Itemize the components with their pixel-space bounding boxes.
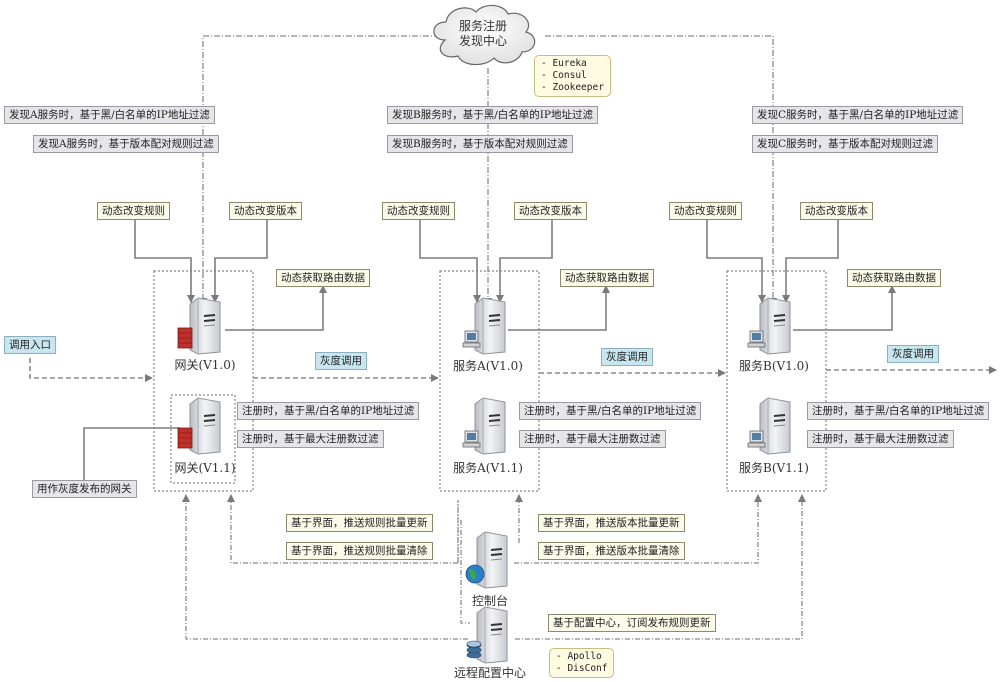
filter-b-version: 发现B服务时，基于版本配对规则过滤 [387, 135, 573, 153]
service-a-change-rule: 动态改变规则 [382, 202, 455, 220]
filter-c-version: 发现C服务时，基于版本配对规则过滤 [752, 135, 939, 153]
config-option: - DisConf [556, 663, 608, 674]
gateway-change-version: 动态改变版本 [229, 202, 302, 220]
service-b-register-max: 注册时，基于最大注册数过滤 [807, 430, 954, 448]
service-a-v11-server-icon [462, 397, 506, 455]
service-b-v11-name: 服务B(V1.1) [739, 461, 809, 475]
workstation-icon [462, 430, 481, 448]
gray-gateway-note: 用作灰度发布的网关 [32, 480, 137, 498]
filter-b-ip: 发现B服务时，基于黑/白名单的IP地址过滤 [387, 106, 598, 124]
config-subscribe: 基于配置中心，订阅发布规则更新 [548, 614, 716, 632]
cloud-icon [433, 4, 536, 66]
gray-call-label-1: 灰度调用 [315, 352, 367, 370]
service-a-change-version: 动态改变版本 [514, 202, 587, 220]
filter-a-version: 发现A服务时，基于版本配对规则过滤 [33, 135, 219, 153]
gray-call-links [29, 358, 997, 382]
service-b-group [726, 270, 827, 492]
control-links [182, 494, 806, 640]
service-b-fetch-route: 动态获取路由数据 [847, 269, 941, 287]
servers [177, 297, 791, 664]
push-rule-clear: 基于界面，推送规则批量清除 [286, 542, 433, 560]
registry-title-line1: 服务注册 [458, 19, 507, 33]
gateway-v10-server-icon [177, 297, 221, 355]
config-options: - Apollo - DisConf [549, 648, 615, 678]
registry-options: - Eureka - Consul - Zookeeper [534, 55, 611, 97]
workstation-icon [747, 430, 766, 448]
service-b-register-ip: 注册时，基于黑/白名单的IP地址过滤 [807, 402, 990, 420]
service-a-register-ip: 注册时，基于黑/白名单的IP地址过滤 [519, 402, 702, 420]
registry-title-line2: 发现中心 [458, 34, 507, 48]
workstation-icon [462, 330, 481, 348]
database-icon [466, 640, 482, 659]
firewall-icon [177, 327, 193, 349]
registry-option: - Zookeeper [541, 82, 604, 93]
config-center-server-icon [466, 606, 508, 664]
entry-label: 调用入口 [4, 336, 56, 354]
workstation-icon [747, 330, 766, 348]
gateway-register-ip: 注册时，基于黑/白名单的IP地址过滤 [237, 402, 420, 420]
service-b-v10-name: 服务B(V1.0) [739, 359, 809, 373]
service-a-v11-name: 服务A(V1.1) [453, 461, 523, 475]
firewall-icon [177, 427, 193, 449]
gateway-v10-name: 网关(V1.0) [174, 358, 236, 372]
node-groups [153, 270, 827, 492]
gray-call-label-2: 灰度调用 [601, 348, 653, 366]
push-version-clear: 基于界面，推送版本批量清除 [538, 542, 685, 560]
gateway-fetch-route: 动态获取路由数据 [276, 269, 370, 287]
console-server-icon [465, 531, 508, 589]
registry-option: - Consul [541, 70, 587, 81]
dynamic-links [83, 217, 896, 482]
service-b-change-version: 动态改变版本 [800, 202, 873, 220]
globe-icon [465, 564, 485, 584]
gray-gateway-group [170, 394, 236, 484]
gateway-change-rule: 动态改变规则 [97, 202, 170, 220]
console-name: 控制台 [471, 594, 508, 608]
config-option: - Apollo [556, 651, 602, 662]
config-center-name: 远程配置中心 [453, 666, 526, 680]
service-a-register-max: 注册时，基于最大注册数过滤 [519, 430, 666, 448]
gateway-v11-name: 网关(V1.1) [174, 461, 236, 475]
service-b-v11-server-icon [747, 397, 791, 455]
gateway-v11-server-icon [177, 397, 221, 455]
push-version-update: 基于界面，推送版本批量更新 [538, 514, 685, 532]
service-b-change-rule: 动态改变规则 [669, 202, 742, 220]
service-a-group [439, 270, 540, 492]
filter-a-ip: 发现A服务时，基于黑/白名单的IP地址过滤 [4, 106, 215, 124]
service-a-fetch-route: 动态获取路由数据 [560, 269, 654, 287]
registry-links [202, 35, 774, 300]
registry-title: 服务注册 发现中心 [448, 19, 518, 49]
filter-c-ip: 发现C服务时，基于黑/白名单的IP地址过滤 [752, 106, 964, 124]
registry-option: - Eureka [541, 58, 587, 69]
service-a-v10-server-icon [462, 297, 506, 355]
gateway-register-max: 注册时，基于最大注册数过滤 [237, 430, 384, 448]
service-b-v10-server-icon [747, 297, 791, 355]
push-rule-update: 基于界面，推送规则批量更新 [286, 514, 433, 532]
gray-call-label-3: 灰度调用 [887, 345, 939, 363]
gateway-group [153, 270, 254, 492]
service-a-v10-name: 服务A(V1.0) [453, 359, 523, 373]
